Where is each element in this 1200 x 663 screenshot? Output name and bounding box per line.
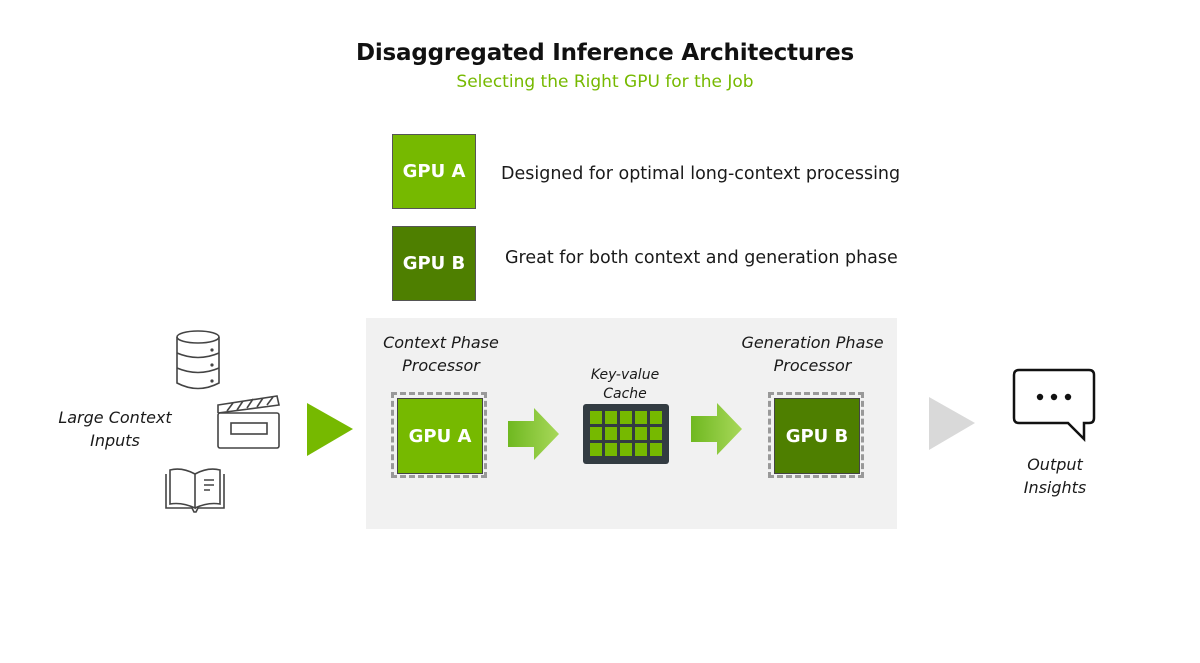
generation-phase-label: Generation Phase Processor <box>730 331 895 377</box>
legend-gpu-b-box: GPU B <box>392 226 476 301</box>
generation-gpu-b-chip: GPU B <box>774 398 860 474</box>
legend-gpu-a-box: GPU A <box>392 134 476 209</box>
kv-cache-cell <box>650 411 662 424</box>
generation-gpu-label: GPU B <box>785 425 849 447</box>
context-phase-label-line2: Processor <box>402 356 480 375</box>
kv-cache-cell <box>635 443 647 456</box>
inputs-label-line2: Inputs <box>90 431 140 450</box>
kv-cache-cell <box>620 411 632 424</box>
legend-gpu-b-label: GPU B <box>402 253 466 274</box>
output-label-line2: Insights <box>1023 478 1087 497</box>
context-gpu-a-chip: GPU A <box>397 398 483 474</box>
kv-cache-grid <box>590 411 662 456</box>
kv-cache-cell <box>590 443 602 456</box>
legend-gpu-b-description: Great for both context and generation ph… <box>505 248 898 268</box>
kv-cache-cell <box>605 411 617 424</box>
kv-cache-cell <box>590 411 602 424</box>
kv-cache-cell <box>650 427 662 440</box>
cache-to-generation-arrow-icon <box>691 403 742 455</box>
context-phase-label: Context Phase Processor <box>366 331 516 377</box>
large-context-inputs-label: Large Context Inputs <box>40 406 190 452</box>
generation-processor-outline <box>768 392 864 478</box>
generation-phase-label-line1: Generation Phase <box>741 333 884 352</box>
kv-cache-block <box>583 404 669 464</box>
output-insights-label: Output Insights <box>995 453 1115 499</box>
kv-cache-cell <box>635 427 647 440</box>
kv-cache-label: Key-value Cache <box>560 366 690 404</box>
kv-cache-cell <box>590 427 602 440</box>
clapperboard-icon <box>217 395 280 449</box>
kv-cache-cell <box>605 427 617 440</box>
kv-cache-cell <box>620 427 632 440</box>
kv-cache-label-line1: Key-value <box>590 367 660 383</box>
inputs-label-line1: Large Context <box>58 408 172 427</box>
kv-cache-cell <box>605 443 617 456</box>
diagram-subtitle: Selecting the Right GPU for the Job <box>456 72 754 92</box>
context-gpu-label: GPU A <box>408 425 472 447</box>
context-processor-outline <box>391 392 487 478</box>
generation-phase-label-line2: Processor <box>773 356 852 375</box>
output-arrow-icon <box>929 397 975 450</box>
input-arrow-icon <box>307 403 353 456</box>
kv-cache-cell <box>635 411 647 424</box>
chat-bubble-icon <box>1012 368 1096 443</box>
open-book-icon <box>165 468 225 513</box>
output-label-line1: Output <box>1027 455 1083 474</box>
kv-cache-label-line2: Cache <box>603 386 647 402</box>
kv-cache-cell <box>620 443 632 456</box>
database-icon <box>176 330 220 390</box>
context-phase-label-line1: Context Phase <box>383 333 499 352</box>
diagram-title: Disaggregated Inference Architectures <box>355 40 855 66</box>
kv-cache-cell <box>650 443 662 456</box>
context-to-cache-arrow-icon <box>508 408 559 460</box>
legend-gpu-a-label: GPU A <box>402 161 466 182</box>
legend-gpu-a-description: Designed for optimal long-context proces… <box>501 164 901 184</box>
